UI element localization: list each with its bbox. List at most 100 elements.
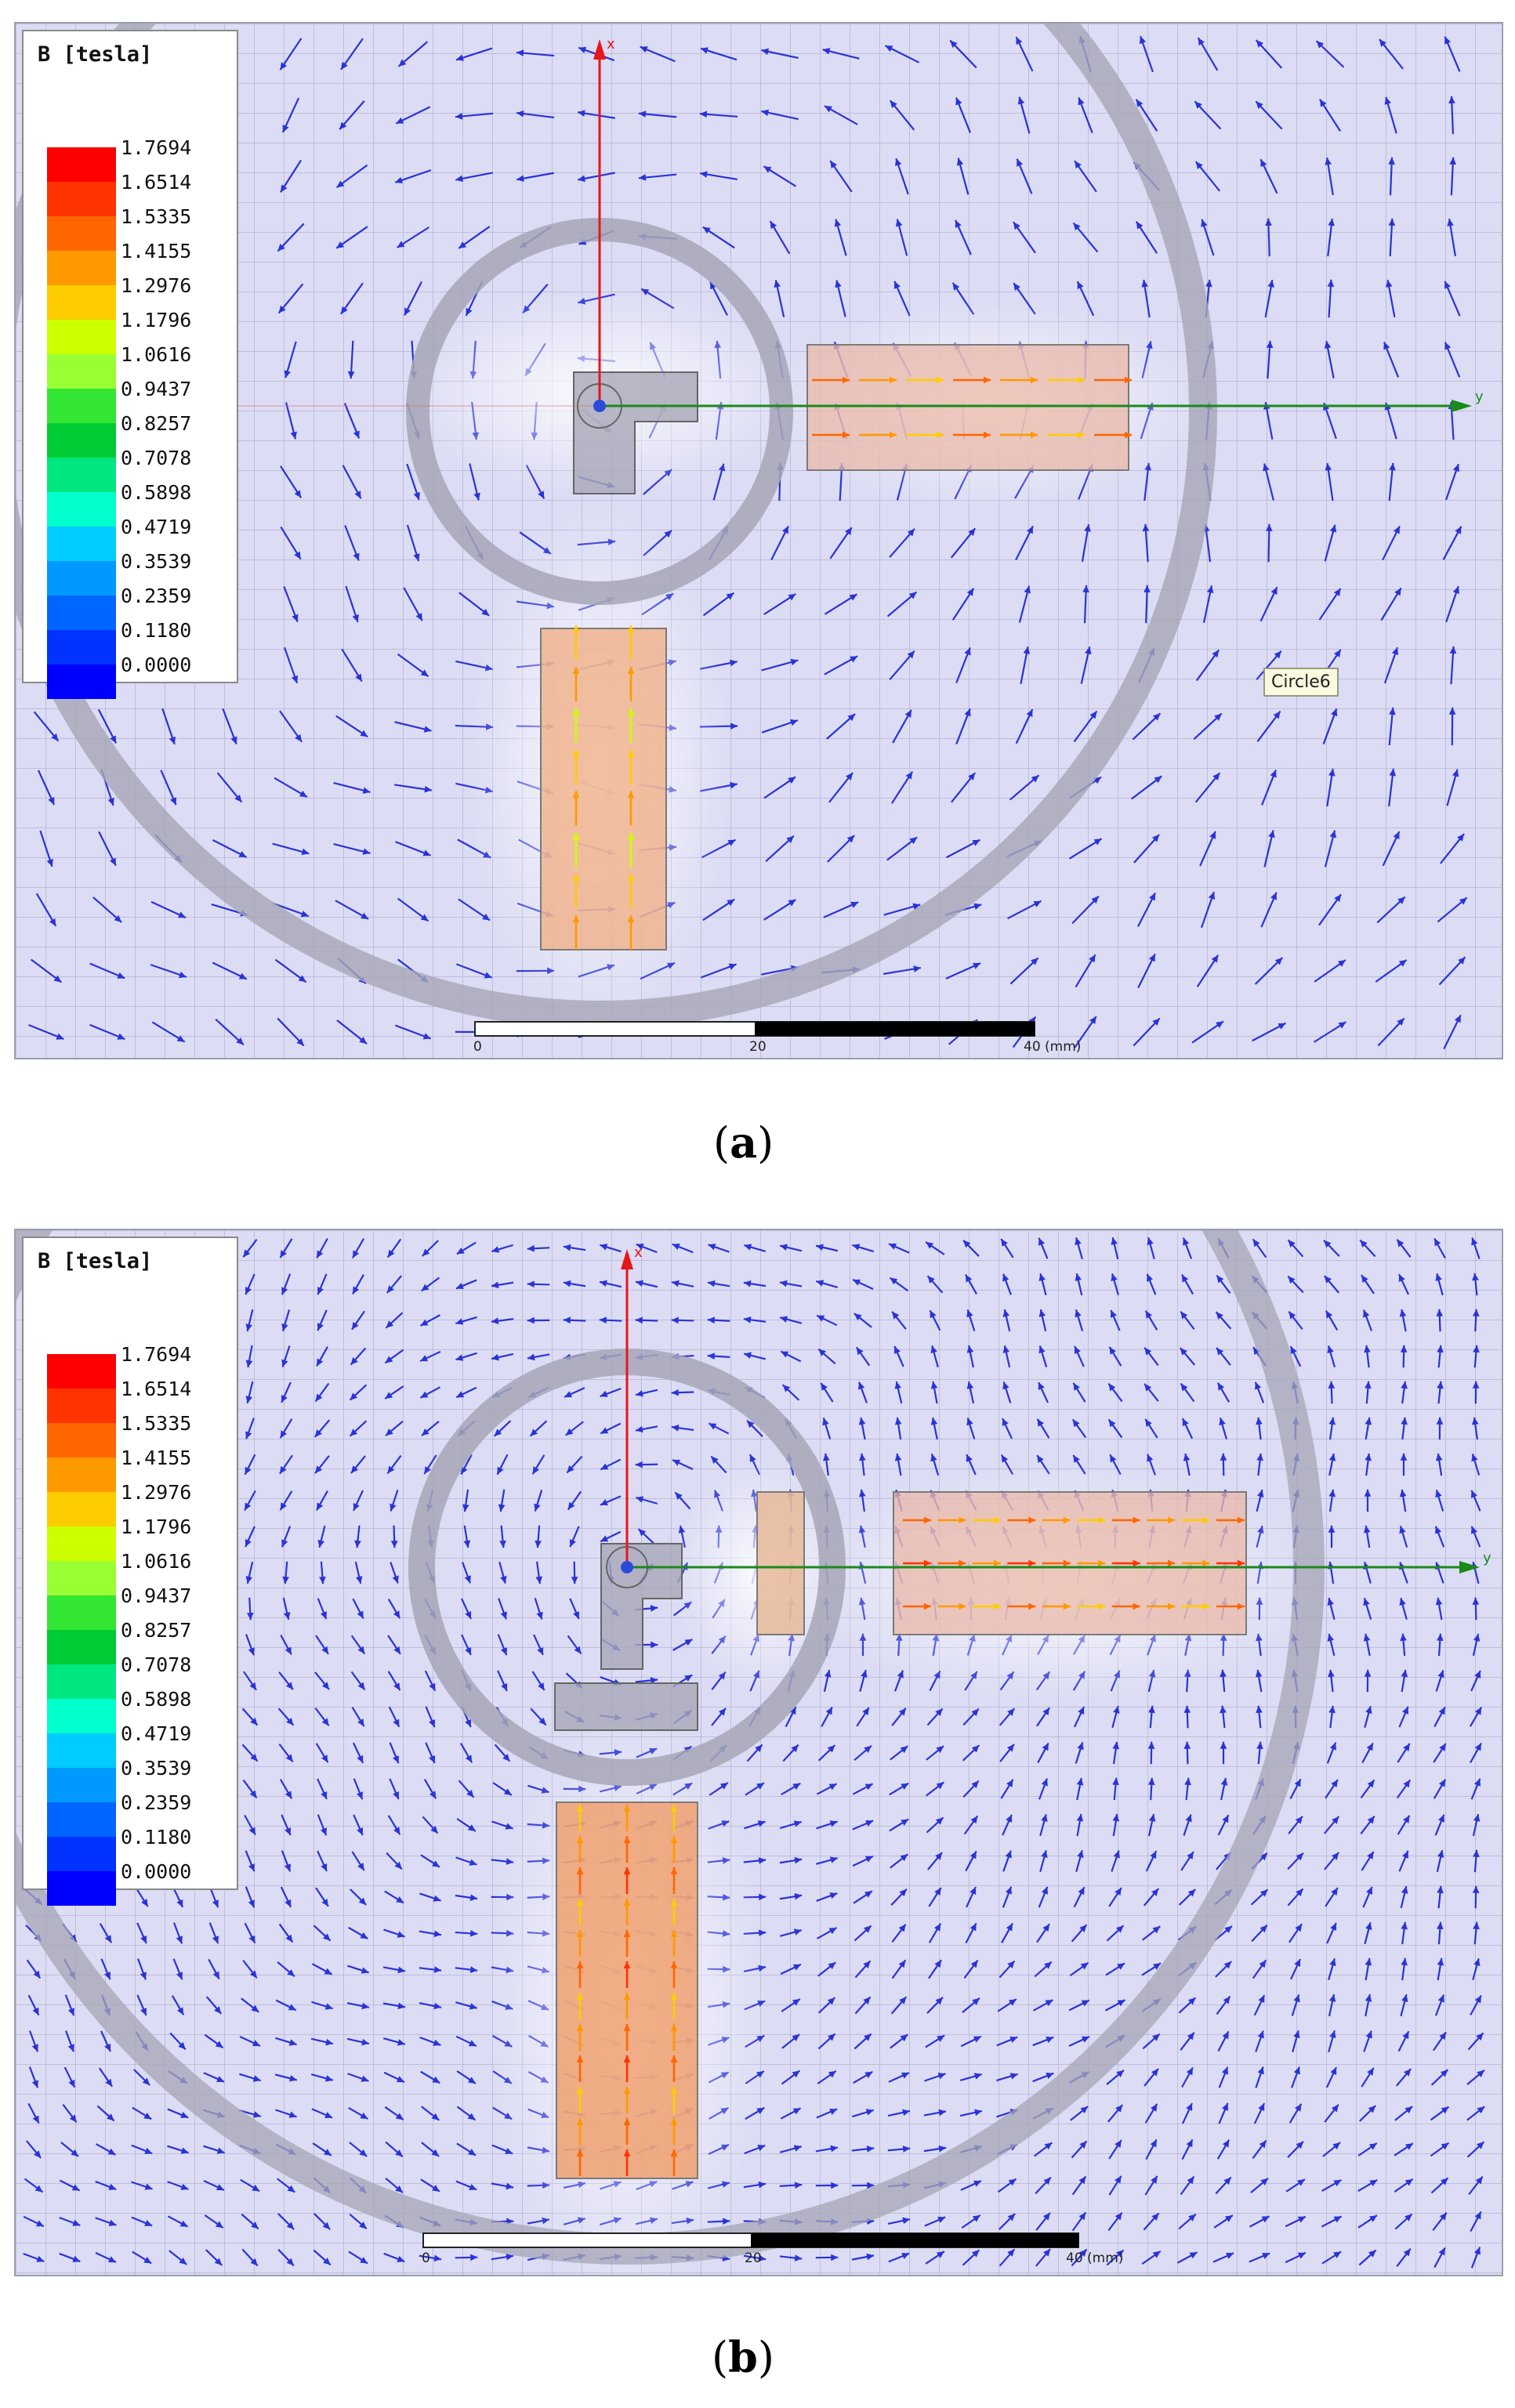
field-arrow-head [636, 1280, 643, 1287]
field-arrow-head [816, 1280, 825, 1287]
field-arrow-head [858, 1489, 866, 1497]
field-arrow-head [902, 2145, 911, 2153]
field-arrow-head [72, 2255, 81, 2262]
field-arrow-head [830, 2145, 839, 2153]
field-arrow-head [842, 376, 850, 384]
field-arrow-head [216, 2184, 224, 2191]
field-arrow-head [325, 2038, 333, 2046]
magnet-vectors [572, 376, 1132, 950]
field-arrow-head [1253, 1347, 1260, 1356]
field-arrow-head [829, 1820, 838, 1827]
field-arrow-head [1202, 1516, 1210, 1524]
field-arrow-head [627, 749, 635, 757]
field-arrow-head [502, 1754, 510, 1762]
field-arrow-head [1389, 707, 1396, 715]
field-arrow-head [930, 1454, 937, 1462]
field-arrow-head [1220, 1453, 1227, 1461]
field-arrow-head [1364, 1669, 1372, 1677]
field-arrow-head [1471, 1417, 1479, 1425]
field-arrow-head [433, 2254, 442, 2262]
field-arrow-head [1333, 2216, 1342, 2223]
field-arrow-head [565, 1428, 574, 1436]
field-arrow-head [829, 2108, 838, 2115]
field-arrow-head [792, 2070, 800, 2078]
field-arrow-head [1006, 1744, 1014, 1752]
field-arrow-head [1041, 1778, 1048, 1787]
field-arrow-head [1294, 1779, 1301, 1787]
field-arrow-head [856, 1347, 864, 1356]
field-arrow-head [1327, 1634, 1334, 1642]
field-arrow-head [670, 1867, 678, 1875]
field-arrow-head [298, 975, 306, 983]
legend-value: 1.7694 [121, 136, 192, 159]
field-arrow-head [1256, 101, 1263, 109]
field-arrow-head [834, 219, 842, 227]
field-arrow-head [1042, 2212, 1050, 2221]
field-arrow-head [179, 2220, 188, 2227]
field-arrow-head [1211, 954, 1219, 963]
field-arrow-head [1082, 585, 1089, 593]
field-arrow-head [864, 1745, 872, 1753]
field-arrow-head [1435, 1453, 1443, 1461]
field-arrow-head [1265, 523, 1273, 531]
field-arrow-head [392, 1575, 399, 1584]
field-arrow-head [1365, 1706, 1372, 1715]
field-arrow-head [1367, 1780, 1375, 1788]
legend-swatch [47, 1630, 116, 1664]
field-arrow-head [1108, 1419, 1116, 1428]
field-arrow-head [993, 1559, 1001, 1567]
field-arrow-head [864, 1891, 872, 1898]
field-arrow-head [350, 1357, 358, 1365]
field-arrow-head [1042, 1924, 1050, 1932]
field-arrow-head [1079, 2249, 1087, 2258]
field-arrow-head [900, 2034, 908, 2042]
field-arrow-head [178, 971, 187, 979]
legend-value: 0.3539 [121, 1757, 192, 1780]
field-arrow-head [1074, 1345, 1081, 1354]
field-arrow-head [1268, 830, 1275, 838]
field-arrow-head [1332, 1816, 1339, 1824]
field-arrow-head [1257, 1490, 1264, 1497]
field-arrow-head [1398, 959, 1407, 967]
field-arrow-head [67, 2044, 74, 2052]
field-arrow-head [718, 1707, 726, 1716]
field-arrow-head [905, 771, 913, 780]
field-arrow-head [1363, 1525, 1371, 1534]
field-arrow-head [623, 1993, 631, 2001]
field-arrow-head [781, 1351, 789, 1358]
field-arrow-head [793, 1820, 802, 1827]
field-arrow-head [1013, 222, 1020, 230]
field-arrow-head [937, 2216, 946, 2223]
field-arrow-head [1403, 1780, 1411, 1788]
field-arrow-head [1098, 1516, 1106, 1524]
field-arrow-head [1115, 2105, 1123, 2113]
field-arrow-head [68, 2079, 75, 2088]
field-arrow-head [792, 1964, 801, 1971]
field-arrow-head [1437, 1850, 1444, 1858]
object-tag[interactable]: Circle6 [1263, 668, 1339, 697]
field-arrow-head [1331, 1888, 1338, 1896]
field-arrow-head [600, 1390, 608, 1397]
field-arrow-head [1081, 2000, 1089, 2007]
field-arrow-head [1394, 588, 1401, 596]
field-arrow-head [1089, 954, 1096, 963]
field-arrow-head [938, 2145, 947, 2153]
field-arrow-head [351, 1321, 359, 1330]
field-arrow-head [1365, 1957, 1372, 1966]
field-arrow-head [1293, 2030, 1300, 2039]
field-arrow-head [104, 1935, 112, 1943]
field-arrow-head [433, 1930, 442, 1938]
field-arrow-head [238, 851, 247, 858]
field-arrow-head [1222, 2031, 1229, 2040]
field-arrow-head [357, 1754, 364, 1763]
field-arrow-head [564, 1391, 573, 1398]
field-arrow-head [281, 1395, 288, 1403]
legend-value: 0.3539 [121, 550, 192, 573]
legend-row: 0.1180 [24, 1826, 235, 1871]
field-arrow-head [576, 1961, 584, 1969]
field-arrow-head [1400, 1345, 1408, 1352]
field-arrow-head [1077, 431, 1085, 439]
field-arrow-head [1294, 1959, 1301, 1968]
field-arrow-head [386, 1320, 394, 1328]
